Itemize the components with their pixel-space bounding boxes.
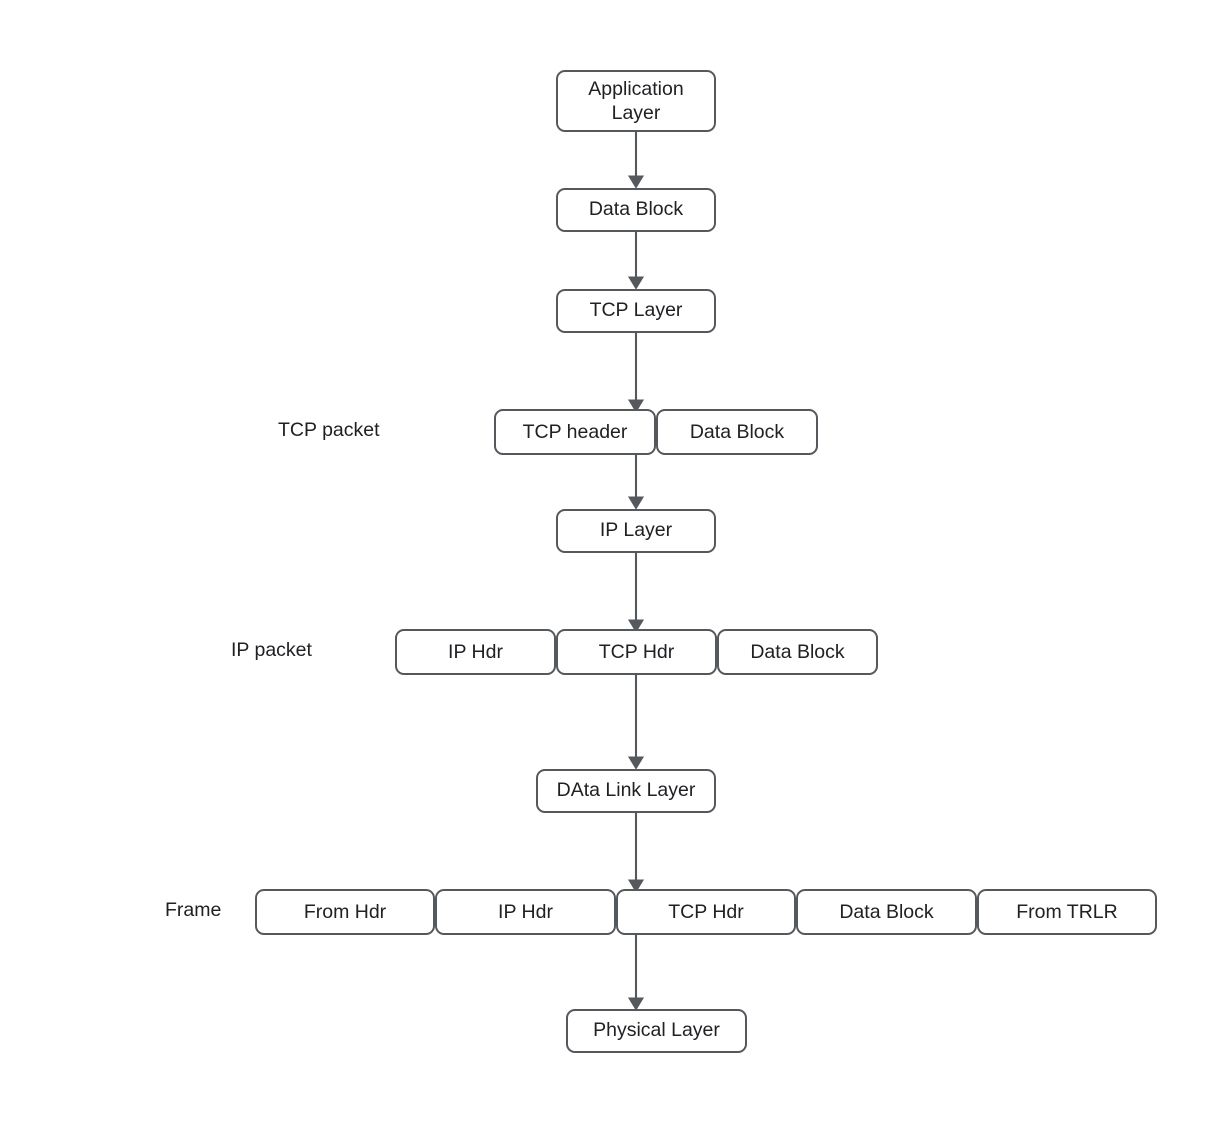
node-data-link-layer-label: DAta Link Layer (556, 779, 696, 802)
node-application-layer-label-line1: Application (588, 77, 684, 100)
row-label-frame: Frame (165, 899, 222, 921)
frame-row: From Hdr IP Hdr TCP Hdr Data Block From … (255, 889, 1157, 935)
ip-packet-segment-tcp-hdr[interactable]: TCP Hdr (556, 629, 717, 675)
node-data-block-label: Data Block (588, 198, 684, 221)
ip-packet-row: IP Hdr TCP Hdr Data Block (395, 629, 878, 675)
node-application-layer[interactable]: Application Layer (556, 70, 716, 132)
tcp-packet-row: TCP header Data Block (494, 409, 818, 455)
node-data-block[interactable]: Data Block (556, 188, 716, 232)
node-physical-layer[interactable]: Physical Layer (566, 1009, 747, 1053)
frame-segment-tcp-hdr-label: TCP Hdr (668, 900, 744, 923)
row-label-ip-packet: IP packet (231, 639, 312, 661)
frame-segment-from-hdr[interactable]: From Hdr (255, 889, 435, 935)
node-tcp-layer-label: TCP Layer (589, 299, 683, 322)
frame-segment-from-trlr[interactable]: From TRLR (977, 889, 1157, 935)
node-ip-layer-label: IP Layer (599, 519, 673, 542)
frame-segment-from-hdr-label: From Hdr (303, 900, 387, 923)
frame-segment-data-block[interactable]: Data Block (796, 889, 977, 935)
row-label-tcp-packet: TCP packet (278, 419, 380, 441)
tcp-packet-segment-tcp-header-label: TCP header (522, 420, 628, 443)
ip-packet-segment-data-block-label: Data Block (750, 640, 845, 663)
tcp-packet-segment-tcp-header[interactable]: TCP header (494, 409, 656, 455)
node-physical-layer-label: Physical Layer (593, 1019, 720, 1042)
node-application-layer-label-line2: Layer (611, 102, 661, 124)
frame-segment-data-block-label: Data Block (839, 900, 934, 923)
frame-segment-from-trlr-label: From TRLR (1016, 900, 1118, 923)
ip-packet-segment-ip-hdr[interactable]: IP Hdr (395, 629, 556, 675)
frame-segment-tcp-hdr[interactable]: TCP Hdr (616, 889, 796, 935)
tcp-packet-segment-data-block[interactable]: Data Block (656, 409, 818, 455)
tcp-packet-segment-data-block-label: Data Block (689, 420, 785, 443)
node-data-link-layer[interactable]: DAta Link Layer (536, 769, 716, 813)
ip-packet-segment-data-block[interactable]: Data Block (717, 629, 878, 675)
frame-segment-ip-hdr[interactable]: IP Hdr (435, 889, 616, 935)
ip-packet-segment-ip-hdr-label: IP Hdr (448, 640, 503, 663)
node-ip-layer[interactable]: IP Layer (556, 509, 716, 553)
frame-segment-ip-hdr-label: IP Hdr (498, 900, 553, 923)
node-tcp-layer[interactable]: TCP Layer (556, 289, 716, 333)
ip-packet-segment-tcp-hdr-label: TCP Hdr (598, 640, 675, 663)
